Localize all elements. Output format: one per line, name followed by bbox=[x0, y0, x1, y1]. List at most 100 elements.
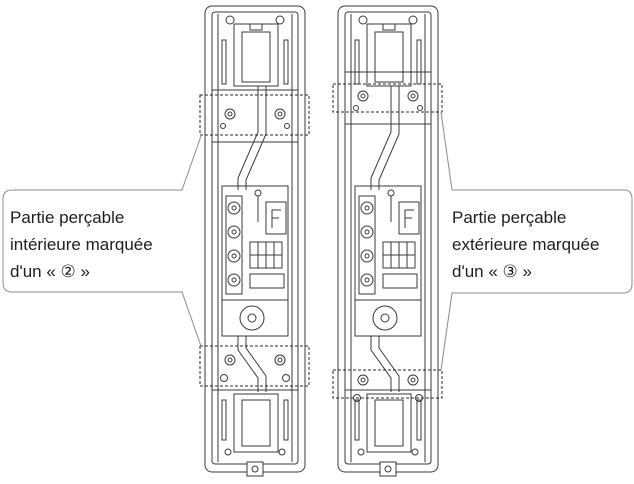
tamper-switch bbox=[372, 305, 398, 331]
lower-left-hole bbox=[220, 374, 228, 382]
bottom-right-screw bbox=[278, 448, 286, 456]
terminal-1 bbox=[360, 201, 374, 215]
terminal-2-core bbox=[231, 229, 237, 235]
terminal-3 bbox=[227, 249, 241, 263]
tamper-switch bbox=[239, 305, 265, 331]
top-right-screw bbox=[275, 15, 285, 25]
terminal-2-core bbox=[364, 229, 370, 235]
cable-channel-lower-edge bbox=[245, 336, 267, 392]
relay bbox=[249, 273, 285, 289]
top-left-screw bbox=[225, 15, 235, 25]
upper-left-screw-core bbox=[360, 93, 366, 99]
cable-channel-lower bbox=[237, 336, 259, 392]
terminal-3-core bbox=[231, 253, 237, 259]
terminal-4 bbox=[360, 273, 374, 287]
relay bbox=[382, 273, 418, 289]
cable-channel-lower-edge bbox=[378, 336, 400, 392]
switch-lever bbox=[404, 209, 414, 228]
bottom-left-slot bbox=[221, 399, 227, 441]
upper-left-screw bbox=[224, 108, 236, 120]
connector-grid-lines bbox=[383, 242, 415, 268]
lower-right-screw bbox=[274, 354, 286, 366]
left-slot bbox=[354, 39, 360, 85]
housing-outline bbox=[337, 5, 439, 473]
left-slot bbox=[221, 39, 227, 85]
bottom-bracket-window bbox=[374, 399, 404, 447]
lower-left-screw-core bbox=[227, 357, 233, 363]
left-callout-text: Partie perçable intérieure marquée d'un … bbox=[10, 208, 153, 281]
housing-outline bbox=[204, 5, 306, 473]
lower-right-screw-core bbox=[410, 377, 416, 383]
bottom-left-screw bbox=[224, 448, 232, 456]
terminal-strip bbox=[358, 195, 376, 295]
right-device-container bbox=[337, 5, 439, 477]
bottom-tab-hole bbox=[251, 465, 259, 473]
right-top-knockout-marker bbox=[332, 83, 443, 113]
circuit-board bbox=[221, 185, 289, 337]
bottom-right-slot bbox=[283, 399, 289, 441]
left-callout-line-2: intérieure marquée bbox=[10, 235, 153, 254]
terminal-4 bbox=[227, 273, 241, 287]
right-device-housing bbox=[337, 5, 439, 477]
connector-grid-lines bbox=[250, 242, 282, 268]
bottom-tab bbox=[379, 461, 397, 477]
cable-channel-upper-edge bbox=[378, 86, 400, 190]
right-bottom-knockout-marker bbox=[332, 369, 443, 399]
right-slot bbox=[283, 39, 289, 85]
right-callout-text: Partie perçable extérieure marquée d'un … bbox=[452, 208, 599, 281]
left-callout-box bbox=[2, 135, 202, 347]
right-callout-line-1: Partie perçable bbox=[452, 208, 566, 227]
left-callout-line-3: d'un « ② » bbox=[10, 262, 90, 281]
left-top-knockout-marker bbox=[199, 94, 310, 136]
lower-right-screw-core bbox=[277, 357, 283, 363]
bottom-bracket bbox=[233, 393, 279, 453]
lower-left-screw bbox=[224, 354, 236, 366]
top-right-screw bbox=[408, 15, 418, 25]
upper-left-screw bbox=[357, 90, 369, 102]
left-bottom-knockout-marker bbox=[199, 345, 310, 387]
right-callout-line-2: extérieure marquée bbox=[452, 235, 599, 254]
upper-left-hole bbox=[353, 105, 359, 111]
left-device-housing bbox=[204, 5, 306, 477]
terminal-1 bbox=[227, 201, 241, 215]
upper-right-screw bbox=[274, 108, 286, 120]
bottom-tab-hole bbox=[384, 465, 392, 473]
lower-right-hole bbox=[282, 374, 290, 382]
terminal-1-core bbox=[364, 205, 370, 211]
bottom-right-slot bbox=[416, 399, 422, 441]
top-bracket-window bbox=[241, 31, 271, 83]
bottom-tab bbox=[246, 461, 264, 477]
upper-right-screw-core bbox=[277, 111, 283, 117]
upper-left-hole bbox=[220, 123, 226, 129]
left-callout-line-1: Partie perçable bbox=[10, 208, 124, 227]
right-callout-box bbox=[440, 111, 633, 371]
tamper-switch-core bbox=[380, 313, 390, 323]
cable-channel-upper bbox=[370, 86, 392, 190]
top-bracket-tab bbox=[249, 23, 263, 31]
terminal-4-core bbox=[231, 277, 237, 283]
circuit-board bbox=[354, 185, 422, 337]
bottom-left-slot bbox=[354, 399, 360, 441]
top-bracket-tab bbox=[382, 23, 396, 31]
terminal-strip bbox=[225, 195, 243, 295]
upper-left-screw-core bbox=[227, 111, 233, 117]
bottom-right-screw bbox=[411, 448, 419, 456]
right-callout-line-3: d'un « ③ » bbox=[452, 262, 532, 281]
upper-right-hole bbox=[284, 123, 290, 129]
switch-block bbox=[265, 201, 287, 235]
top-bracket-window bbox=[374, 31, 404, 83]
switch-lever bbox=[271, 209, 281, 228]
bottom-bracket bbox=[366, 393, 412, 453]
upper-right-screw-core bbox=[410, 93, 416, 99]
lower-left-screw bbox=[357, 374, 369, 386]
tamper-switch-core bbox=[247, 313, 257, 323]
bottom-bracket-window bbox=[241, 399, 271, 447]
lower-right-screw bbox=[407, 374, 419, 386]
terminal-2 bbox=[360, 225, 374, 239]
top-left-screw bbox=[358, 15, 368, 25]
terminal-2 bbox=[227, 225, 241, 239]
switch-block bbox=[398, 201, 420, 235]
terminal-1-core bbox=[231, 205, 237, 211]
cable-channel-upper-edge bbox=[245, 86, 267, 190]
